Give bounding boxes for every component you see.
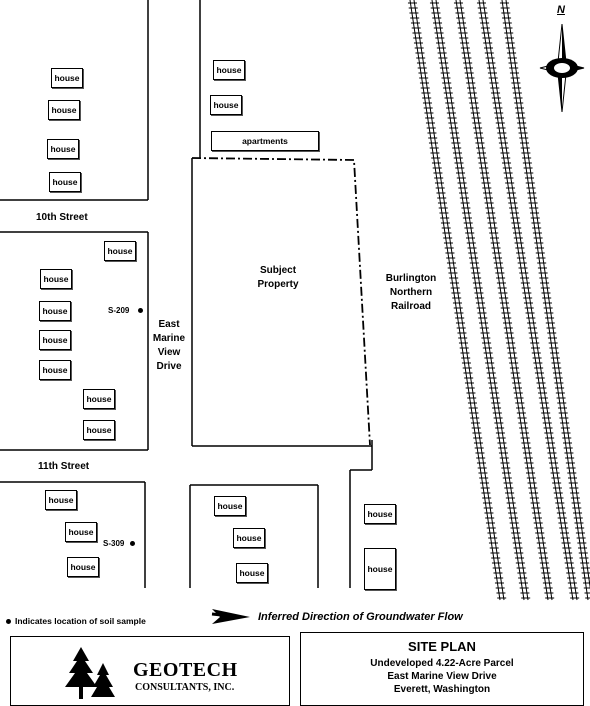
rail-line <box>482 0 578 601</box>
house-sc-1: house <box>214 496 246 516</box>
railroad-track-2 <box>429 0 531 601</box>
railroad-label: Burlington Northern Railroad <box>378 272 444 314</box>
title-block: SITE PLAN Undeveloped 4.22-Acre Parcel E… <box>300 632 584 706</box>
railroad-track-3 <box>453 0 555 601</box>
house-nw-1: house <box>51 68 83 88</box>
subject-line-1: Subject <box>259 265 297 276</box>
groundwater-flow-arrow <box>211 609 250 624</box>
emvd-line-4: Drive <box>156 361 182 372</box>
house-nw-3: house <box>47 139 79 159</box>
subject-line-2: Property <box>257 279 299 290</box>
house-sw-1: house <box>45 490 77 510</box>
sample-s309-marker <box>130 541 135 546</box>
rail-line <box>459 0 553 601</box>
company-sub: CONSULTANTS, INC. <box>135 682 235 693</box>
rail-line <box>505 0 590 590</box>
rail-line <box>435 0 529 601</box>
house-sw-2: house <box>65 522 97 542</box>
railroad-tracks <box>407 0 590 601</box>
house-nw-4: house <box>49 172 81 192</box>
sample-s309-label: S-309 <box>103 539 125 548</box>
railroad-track-1 <box>407 0 507 601</box>
title-block-title: SITE PLAN <box>408 639 476 654</box>
railroad-track-5 <box>499 0 590 601</box>
house-mid-2: house <box>40 269 72 289</box>
north-label: N <box>557 4 565 16</box>
sample-s209-label: S-209 <box>108 306 130 315</box>
house-sw-3: house <box>67 557 99 577</box>
railroad-line-1: Burlington <box>378 272 444 286</box>
railroad-line-3: Railroad <box>378 300 444 314</box>
rail-line <box>478 0 574 601</box>
rail-line <box>455 0 549 601</box>
house-sc-3: house <box>236 563 268 583</box>
street-edges <box>0 0 373 588</box>
house-se-2: house <box>364 548 396 590</box>
title-block-line-2: East Marine View Drive <box>387 671 497 682</box>
tree-logo-icon <box>65 647 115 699</box>
house-mid-3: house <box>39 301 71 321</box>
rail-line <box>413 0 505 601</box>
emvd-line-3: View <box>157 347 181 358</box>
railroad-line-2: Northern <box>378 286 444 300</box>
house-se-1: house <box>364 504 396 524</box>
house-mid-4: house <box>39 330 71 350</box>
railroad-track-4 <box>476 0 580 601</box>
house-north-2: house <box>210 95 242 115</box>
house-north-1: house <box>213 60 245 80</box>
house-mid-7: house <box>83 420 115 440</box>
house-sc-2: house <box>233 528 265 548</box>
subject-property-label: Subject Property <box>246 264 310 292</box>
tenth-street-label: 10th Street <box>36 212 88 223</box>
compass-icon <box>539 23 585 113</box>
legend-sample-dot <box>6 619 11 624</box>
apartments: apartments <box>211 131 319 151</box>
house-mid-5: house <box>39 360 71 380</box>
eleventh-street-label: 11th Street <box>38 461 90 472</box>
company-logo-box: GEOTECH CONSULTANTS, INC. <box>10 636 290 706</box>
legend-flow-text: Inferred Direction of Groundwater Flow <box>258 611 463 623</box>
house-mid-1: house <box>104 241 136 261</box>
house-mid-6: house <box>83 389 115 409</box>
sample-s209-marker <box>138 308 143 313</box>
emvd-line-1: East <box>158 319 180 330</box>
legend-sample-text: Indicates location of soil sample <box>15 616 146 626</box>
company-name: GEOTECH <box>133 659 238 681</box>
title-block-line-1: Undeveloped 4.22-Acre Parcel <box>370 658 514 669</box>
rail-line <box>501 0 589 601</box>
house-nw-2: house <box>48 100 80 120</box>
rail-line <box>409 0 501 601</box>
title-block-line-3: Everett, Washington <box>393 684 491 695</box>
subject-property-boundary <box>191 157 372 447</box>
rail-line <box>431 0 525 601</box>
east-marine-view-drive-label: East Marine View Drive <box>145 318 193 374</box>
emvd-line-2: Marine <box>152 333 186 344</box>
